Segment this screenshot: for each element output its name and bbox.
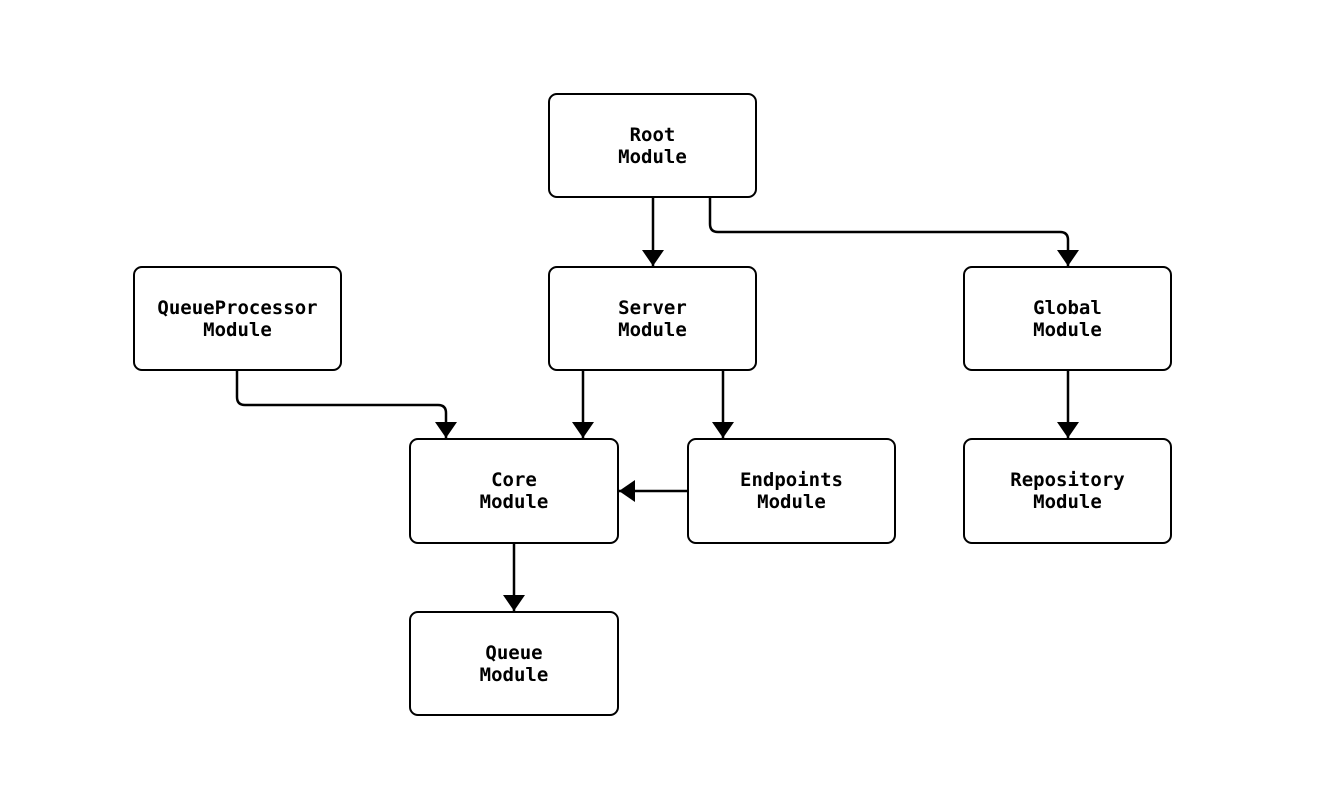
node-label: Core Module <box>479 469 549 513</box>
node-label: Server Module <box>618 296 687 341</box>
node-label: Queue Module <box>479 641 549 686</box>
node-server-module: Server Module <box>548 266 757 371</box>
node-label: Root Module <box>618 123 687 168</box>
node-root-module: Root Module <box>548 93 757 198</box>
node-global-module: Global Module <box>963 266 1172 371</box>
node-label: Repository Module <box>1010 469 1125 513</box>
node-core-module: Core Module <box>409 438 619 544</box>
node-queueprocessor-module: QueueProcessor Module <box>133 266 342 371</box>
node-label: Endpoints Module <box>740 469 843 513</box>
node-queue-module: Queue Module <box>409 611 619 716</box>
edge-queueprocessor-to-core <box>235 371 457 438</box>
node-label: Global Module <box>1033 296 1102 341</box>
node-label: QueueProcessor Module <box>157 296 318 341</box>
node-endpoints-module: Endpoints Module <box>687 438 896 544</box>
node-repository-module: Repository Module <box>963 438 1172 544</box>
edge-root-to-global <box>708 198 1079 266</box>
